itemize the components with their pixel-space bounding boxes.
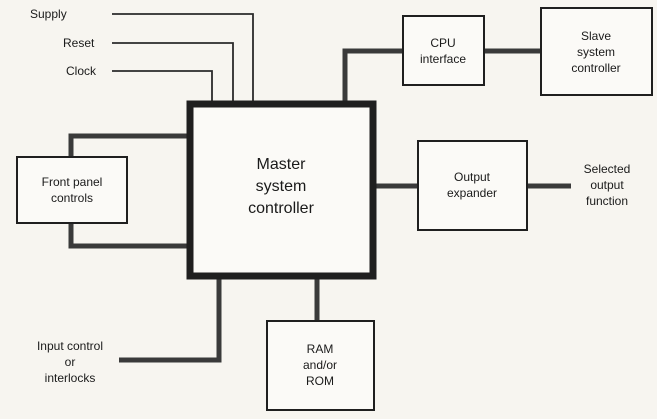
signal-labels: Supply Reset Clock (30, 7, 97, 78)
ram-rom: RAM and/or ROM (266, 320, 375, 411)
output-expander-line2: expander (447, 186, 497, 200)
slave-line2: system (577, 45, 615, 59)
master-label-line2: system (256, 178, 307, 195)
cpu-interface: CPU interface (402, 15, 485, 86)
cpu-connector (342, 48, 403, 101)
selected-output-line1: Selected (584, 162, 631, 176)
reset-line (112, 42, 234, 101)
master-system-controller: Master system controller (186, 100, 377, 280)
slave-line3: controller (571, 61, 620, 75)
selected-output-function-label: Selected output function (584, 162, 631, 208)
slave-system-controller: Slave system controller (540, 7, 653, 96)
input-control-line1: Input control (37, 339, 103, 353)
output-expander: Output expander (417, 140, 528, 231)
connectors (68, 48, 571, 363)
memory-line3: ROM (306, 374, 334, 388)
supply-line (112, 13, 254, 101)
slave-line1: Slave (581, 29, 611, 43)
clock-line (112, 70, 213, 101)
cpu-interface-line2: interface (420, 52, 466, 66)
clock-label: Clock (66, 64, 97, 78)
input-control-line3: interlocks (45, 371, 96, 385)
master-label-line3: controller (248, 200, 314, 217)
input-control-label: Input control or interlocks (37, 339, 103, 385)
output-expander-line1: Output (454, 170, 491, 184)
front-panel-bottom-connector (68, 223, 187, 249)
selected-output-line3: function (586, 194, 628, 208)
front-panel-line1: Front panel (42, 175, 103, 189)
cpu-interface-line1: CPU (430, 36, 455, 50)
signal-lines (112, 13, 254, 101)
supply-label: Supply (30, 7, 67, 21)
memory-line1: RAM (307, 342, 334, 356)
memory-line2: and/or (303, 358, 337, 372)
front-panel-line2: controls (51, 191, 93, 205)
input-control-connector (119, 279, 222, 363)
front-panel-controls: Front panel controls (16, 156, 128, 224)
reset-label: Reset (63, 36, 95, 50)
input-control-line2: or (65, 355, 76, 369)
selected-output-line2: output (590, 178, 624, 192)
front-panel-top-connector (68, 133, 187, 157)
master-label-line1: Master (257, 156, 307, 173)
